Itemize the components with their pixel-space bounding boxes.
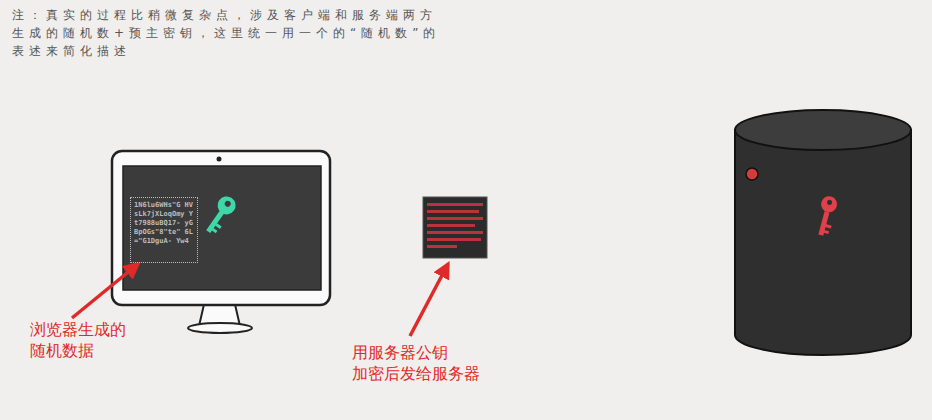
callout-label: 用服务器公钥 加密后发给服务器	[352, 343, 502, 385]
green-key	[201, 193, 239, 237]
random-data-box: 1N6lu6WHs"G HVsLk7jXLoqOmy Yt7988uBQ17- …	[130, 197, 198, 263]
random-data-text: 1N6lu6WHs"G HVsLk7jXLoqOmy Yt7988uBQ17- …	[134, 201, 194, 246]
callout-label: 浏览器生成的 随机数据	[30, 320, 170, 362]
leader-arrow	[410, 264, 448, 336]
red-key	[813, 194, 839, 237]
encrypted-data	[423, 197, 487, 258]
note: 注：真实的过程比稍微复杂点，涉及客户端和服务端两方 生成的随机数+预主密钥，这里…	[12, 6, 462, 60]
leader-arrow	[72, 264, 138, 318]
monitor	[112, 151, 330, 333]
server	[735, 110, 911, 355]
